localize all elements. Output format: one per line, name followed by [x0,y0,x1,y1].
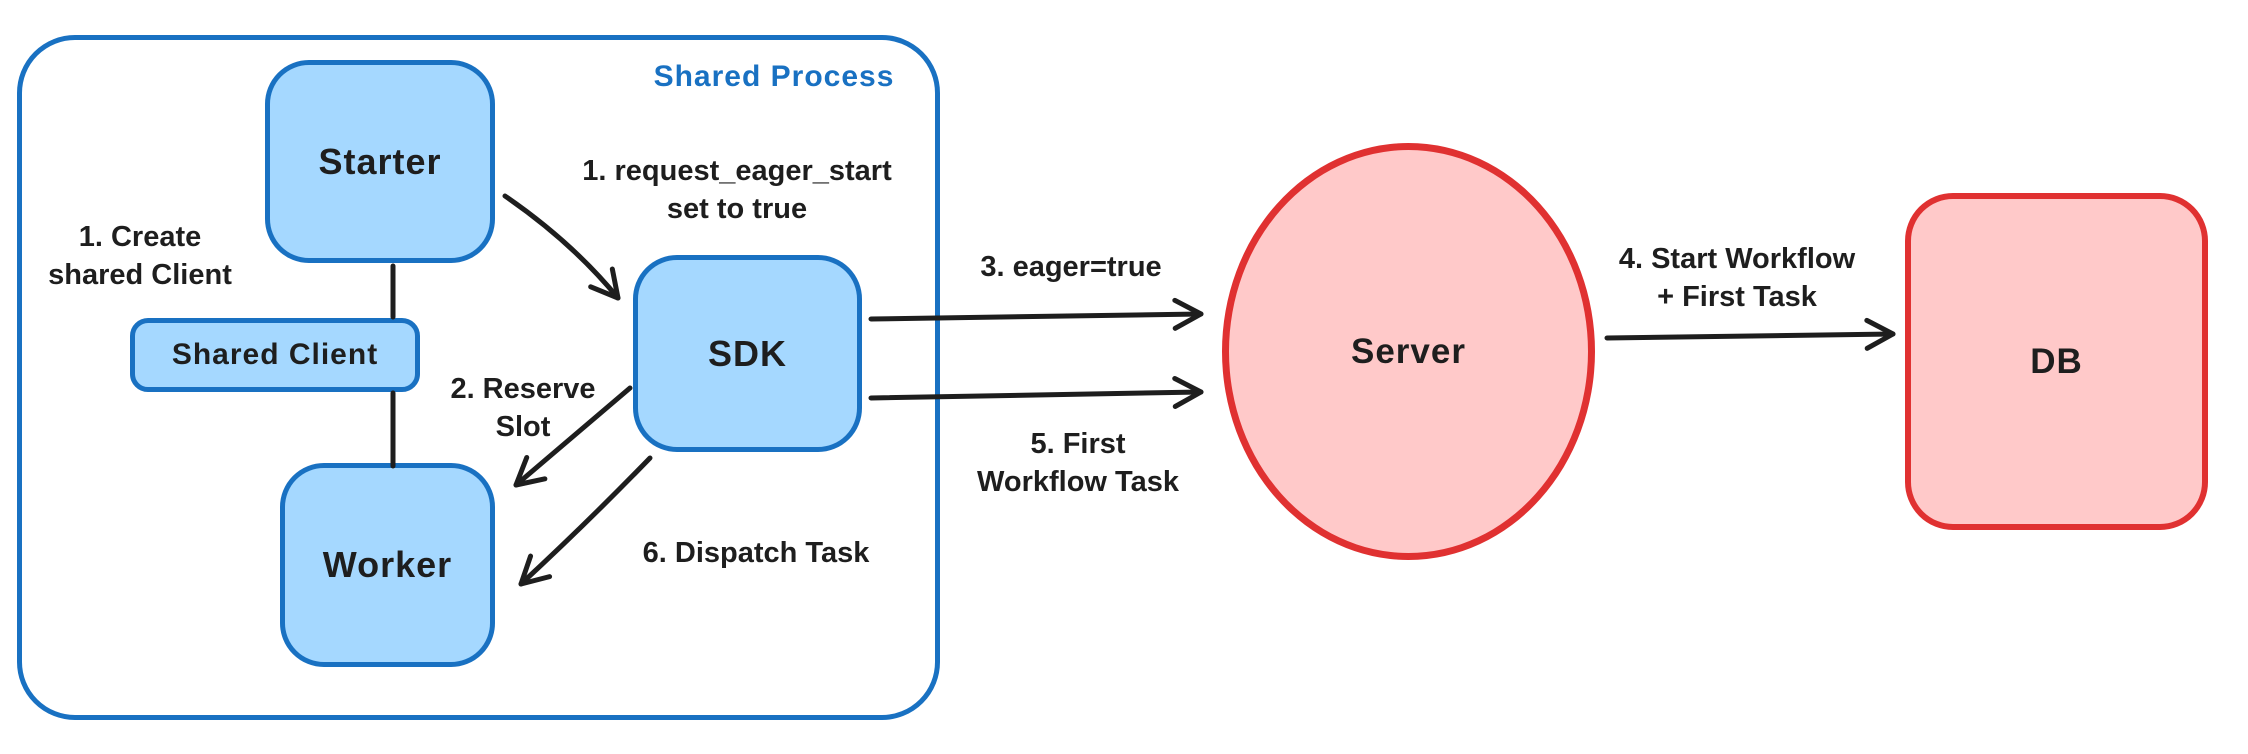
sdk-label: SDK [707,332,787,374]
shared-process-label: Shared Process [653,60,895,93]
arrow-sdk-to-server-first-task[interactable] [868,375,1204,409]
annotation-line: 5. First [1030,428,1126,460]
arrow-sdk-to-worker-reserve[interactable] [513,385,633,488]
annotation-line: + First Task [1657,281,1817,313]
annotation-dispatch-task: 6. Dispatch Task [643,534,870,572]
arrow-sdk-to-server-eager[interactable] [868,297,1204,331]
starter-node[interactable]: Starter [265,60,495,263]
shared-process-container[interactable] [17,35,940,720]
annotation-line: set to true [666,193,808,225]
annotation-start-workflow: 4. Start Workflow + First Task [1619,240,1855,316]
worker-label: Worker [322,544,453,585]
arrow-sdk-to-worker-dispatch[interactable] [518,455,653,587]
annotation-create-shared-client: 1. Create shared Client [48,218,232,294]
arrow-server-to-db[interactable] [1604,317,1896,351]
shared-client-label: Shared Client [171,338,379,371]
sdk-node[interactable]: SDK [633,255,862,452]
arrow-starter-to-sdk[interactable] [502,193,621,301]
annotation-line: 2. Reserve [450,373,596,405]
annotation-line: 1. Create [78,221,202,253]
annotation-request-eager-start: 1. request_eager_start set to true [582,152,892,228]
starter-label: Starter [318,140,442,182]
db-label: DB [2030,341,2083,381]
shared-client-node[interactable]: Shared Client [130,318,420,392]
annotation-line: shared Client [48,259,232,291]
annotation-line: Workflow Task [977,466,1179,498]
annotation-line: 4. Start Workflow [1618,243,1856,275]
annotation-line: 3. eager=true [980,251,1162,283]
annotation-line: 6. Dispatch Task [642,537,870,569]
annotation-eager-true: 3. eager=true [980,248,1161,286]
db-node[interactable]: DB [1905,193,2208,530]
worker-node[interactable]: Worker [280,463,495,667]
annotation-first-workflow-task: 5. First Workflow Task [977,425,1179,501]
annotation-reserve-slot: 2. Reserve Slot [450,370,595,446]
server-label: Server [1351,331,1466,371]
annotation-line: Slot [495,411,551,443]
annotation-line: 1. request_eager_start [582,155,892,187]
server-node[interactable]: Server [1222,143,1595,560]
